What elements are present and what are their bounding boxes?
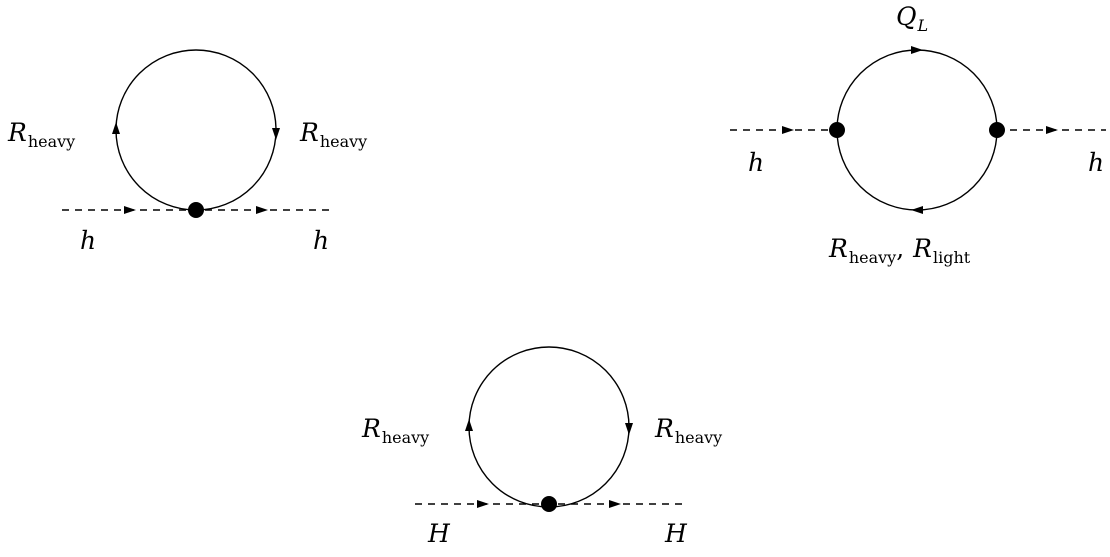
field-subscript: heavy [381, 428, 430, 447]
field-symbol: R [300, 118, 319, 147]
vertex-dot [989, 122, 1005, 138]
arrow-right-icon [124, 206, 136, 214]
loop-right-label: Rheavy [655, 414, 722, 446]
fermion-loop [836, 49, 998, 211]
loop-right-label: Rheavy [300, 118, 367, 150]
field-symbol: Q [896, 2, 917, 31]
loop-left-label: Rheavy [8, 118, 75, 150]
arrow-right-icon [609, 500, 621, 508]
vertex-dot [188, 202, 204, 218]
field-symbol: R [655, 414, 674, 443]
incoming-label: h [80, 226, 97, 255]
field-subscript: heavy [848, 248, 897, 267]
arrow-down-icon [272, 128, 280, 140]
arrow-right-icon [782, 126, 794, 134]
outgoing-label: h [1088, 148, 1105, 177]
field-symbol: R [913, 234, 932, 263]
tadpole-diagram-h [62, 49, 332, 218]
loop-top-label: QL [896, 2, 928, 34]
fermion-loop [115, 49, 277, 211]
arrow-right-icon [256, 206, 268, 214]
arrow-down-icon [625, 423, 633, 435]
field-subscript: heavy [319, 132, 368, 151]
arrow-up-icon [465, 419, 473, 431]
loop-bottom-label: Rheavy, Rlight [829, 234, 970, 266]
vertex-dot [541, 496, 557, 512]
separator: , [896, 234, 905, 263]
incoming-label: H [428, 519, 450, 548]
outgoing-label: H [665, 519, 687, 548]
arrow-right-icon [477, 500, 489, 508]
loop-left-label: Rheavy [362, 414, 429, 446]
field-subscript: L [917, 16, 929, 35]
bubble-diagram-h [730, 46, 1106, 214]
vertex-dot [829, 122, 845, 138]
arrow-left-icon [911, 206, 923, 214]
field-subscript: heavy [27, 132, 76, 151]
arrow-right-icon [911, 46, 923, 54]
arrow-right-icon [1046, 126, 1058, 134]
field-symbol: R [362, 414, 381, 443]
tadpole-diagram-H [415, 346, 685, 512]
fermion-loop [468, 346, 630, 508]
incoming-label: h [748, 148, 765, 177]
outgoing-label: h [313, 226, 330, 255]
arrow-up-icon [112, 122, 120, 134]
field-subscript: light [933, 248, 971, 267]
field-symbol: R [8, 118, 27, 147]
field-symbol: R [829, 234, 848, 263]
field-subscript: heavy [674, 428, 723, 447]
